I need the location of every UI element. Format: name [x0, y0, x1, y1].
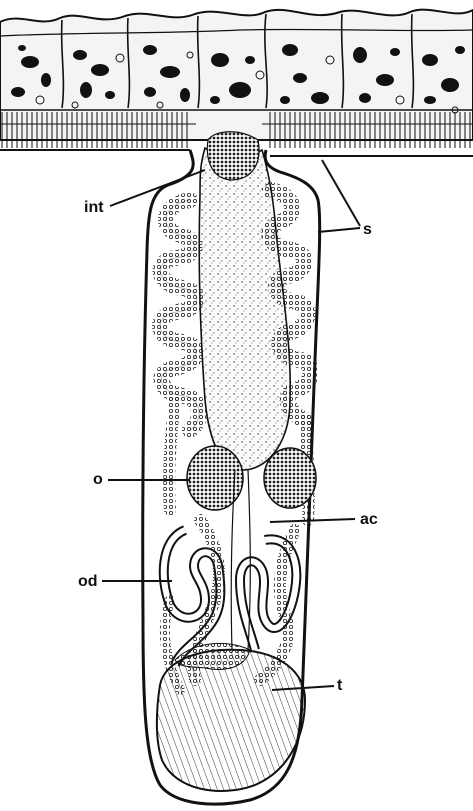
label-s: s — [363, 222, 372, 238]
label-int: int — [84, 200, 104, 216]
leader-s-2 — [322, 160, 360, 226]
host-epithelium — [0, 10, 473, 140]
coiled-gland-left — [160, 200, 199, 430]
leader-s-1 — [318, 228, 360, 232]
label-od: od — [78, 574, 98, 590]
label-t: t — [337, 678, 342, 694]
label-ac: ac — [360, 512, 378, 528]
label-o: o — [93, 472, 103, 488]
